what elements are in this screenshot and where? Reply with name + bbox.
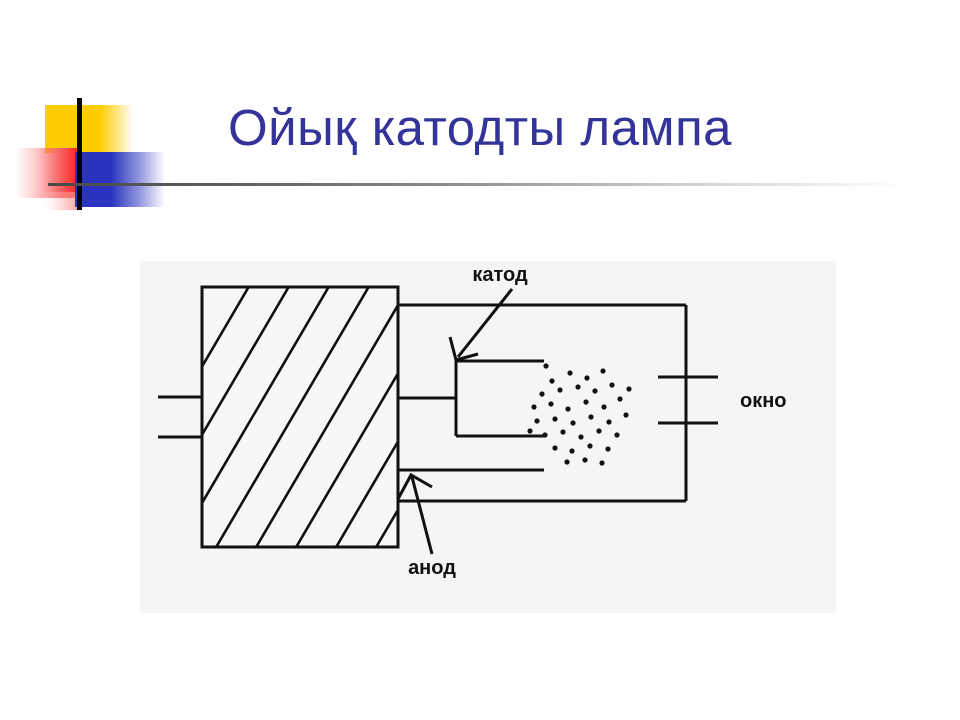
anode-callout: анод — [396, 472, 456, 579]
cathode-arrowhead — [448, 336, 479, 362]
hollow-cathode-lamp-diagram: катод анод окно — [140, 261, 836, 613]
hatched-body-block — [200, 285, 400, 549]
left-electrode-leads — [158, 395, 202, 439]
anode-label: анод — [408, 557, 456, 579]
anode-arrowhead — [396, 472, 433, 500]
cathode-label: катод — [472, 264, 528, 286]
optical-window — [658, 375, 718, 425]
logo-red-tail — [40, 192, 78, 210]
logo-red-rectangle — [16, 148, 78, 198]
logo-yellow-square — [45, 105, 133, 153]
window-label: окно — [740, 390, 787, 412]
page-title: Ойық катодты лампа — [227, 99, 733, 156]
logo-black-vertical-bar — [77, 98, 82, 210]
cathode-callout: катод — [448, 264, 528, 362]
hollow-cathode — [398, 359, 544, 438]
title-divider — [48, 183, 908, 186]
lamp-envelope — [398, 303, 688, 503]
logo-blue-square — [75, 152, 165, 207]
decorative-logo-cluster — [0, 80, 170, 220]
fill-gas-atoms — [527, 363, 632, 466]
diagram-canvas: катод анод окно — [140, 261, 836, 613]
